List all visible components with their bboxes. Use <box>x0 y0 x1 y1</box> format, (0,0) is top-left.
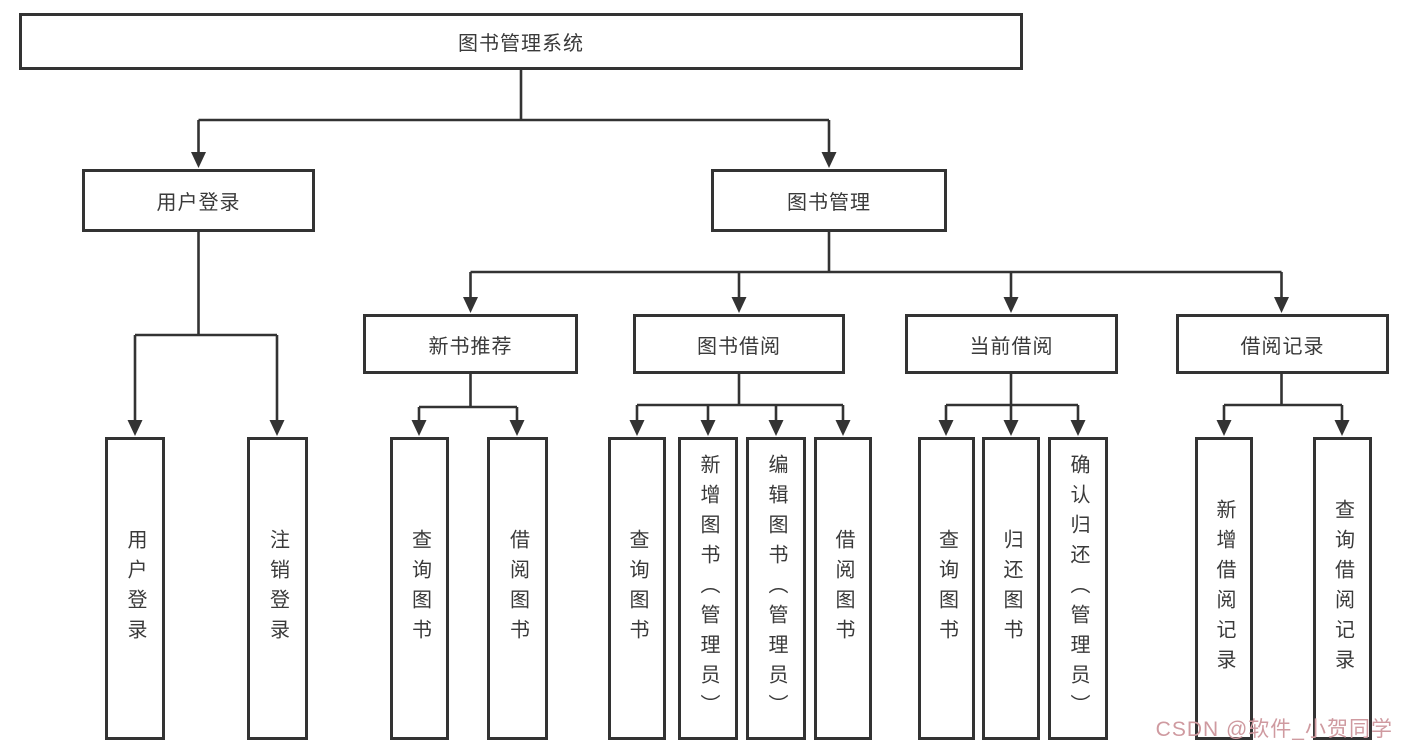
node-current-borrow-label: 当前借阅 <box>969 335 1054 358</box>
leaf-edit-book-admin: 编辑图书（管理员） <box>746 437 806 740</box>
leaf-return-book-label: 归还图书 <box>1000 528 1022 649</box>
leaf-add-book-admin: 新增图书（管理员） <box>678 437 738 740</box>
leaf-borrow-book: 借阅图书 <box>814 437 872 740</box>
node-new-book-recommend-label: 新书推荐 <box>428 335 513 358</box>
leaf-logout: 注销登录 <box>247 437 308 740</box>
leaf-query-current-borrow-label: 查询图书 <box>935 528 958 649</box>
node-borrow-record-label: 借阅记录 <box>1240 335 1325 358</box>
node-book-management-label: 图书管理 <box>787 192 871 214</box>
leaf-borrow-book-recommend: 借阅图书 <box>487 437 548 740</box>
leaf-edit-book-admin-label: 编辑图书（管理员） <box>765 453 787 724</box>
leaf-query-book-recommend: 查询图书 <box>390 437 449 740</box>
node-book-borrow-label: 图书借阅 <box>697 335 781 358</box>
leaf-logout-label: 注销登录 <box>266 528 289 649</box>
leaf-user-login: 用户登录 <box>105 437 165 740</box>
leaf-confirm-return-admin: 确认归还（管理员） <box>1048 437 1108 740</box>
leaf-confirm-return-admin-label: 确认归还（管理员） <box>1067 453 1089 724</box>
leaf-user-login-label: 用户登录 <box>124 528 146 649</box>
node-root-library-system: 图书管理系统 <box>19 13 1023 70</box>
leaf-query-book-recommend-label: 查询图书 <box>408 528 431 649</box>
leaf-query-borrow-record: 查询借阅记录 <box>1313 437 1372 740</box>
leaf-add-borrow-record: 新增借阅记录 <box>1195 437 1253 740</box>
leaf-borrow-book-recommend-label: 借阅图书 <box>506 528 529 649</box>
csdn-watermark: CSDN @软件_小贺同学 <box>1155 718 1393 741</box>
arrowhead-icons <box>127 152 1350 436</box>
leaf-query-book-borrow-label: 查询图书 <box>626 528 648 649</box>
node-user-login-label: 用户登录 <box>156 192 241 214</box>
leaf-query-borrow-record-label: 查询借阅记录 <box>1331 498 1354 679</box>
node-new-book-recommend: 新书推荐 <box>363 314 578 374</box>
leaf-query-current-borrow: 查询图书 <box>918 437 975 740</box>
leaf-borrow-book-label: 借阅图书 <box>832 528 854 649</box>
node-root-label: 图书管理系统 <box>458 33 584 55</box>
leaf-query-book-borrow: 查询图书 <box>608 437 666 740</box>
node-borrow-record: 借阅记录 <box>1176 314 1389 374</box>
node-user-login: 用户登录 <box>82 169 315 232</box>
leaf-return-book: 归还图书 <box>982 437 1040 740</box>
node-book-borrow: 图书借阅 <box>633 314 845 374</box>
leaf-add-book-admin-label: 新增图书（管理员） <box>697 453 719 724</box>
node-current-borrow: 当前借阅 <box>905 314 1118 374</box>
node-book-management: 图书管理 <box>711 169 947 232</box>
leaf-add-borrow-record-label: 新增借阅记录 <box>1213 498 1235 679</box>
